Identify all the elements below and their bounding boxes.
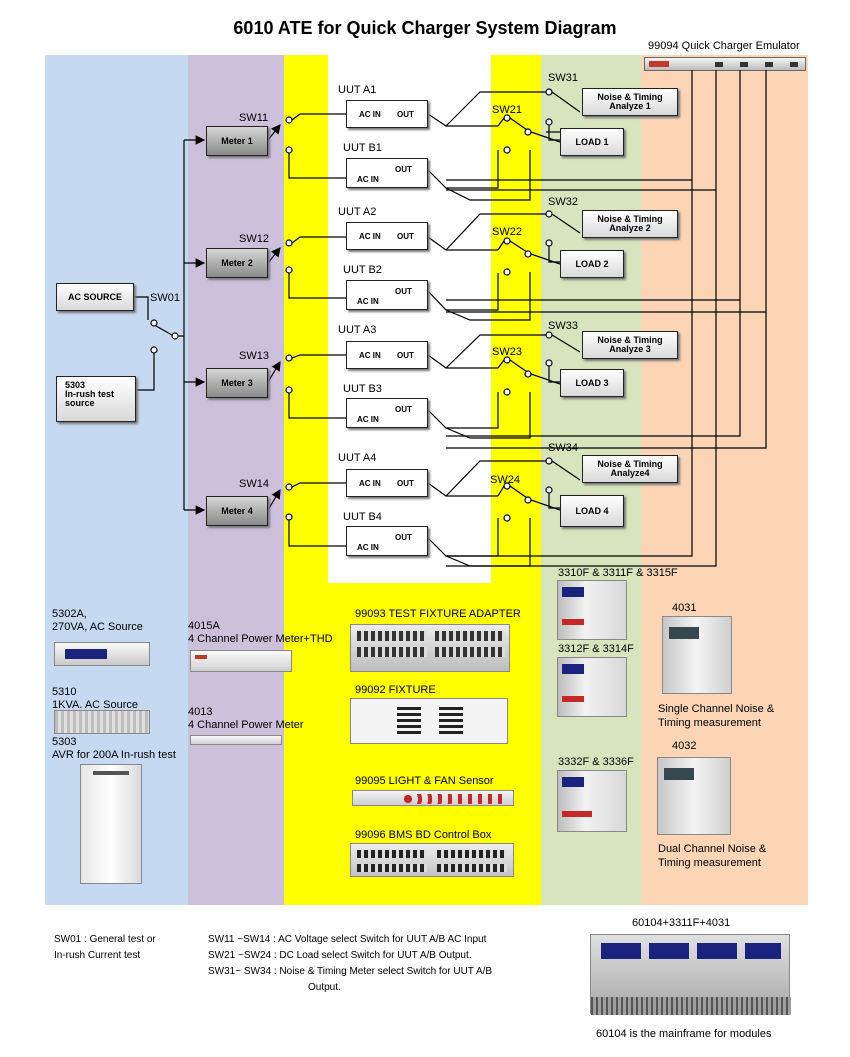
product-3312f-label: 3312F & 3314F	[558, 643, 634, 655]
product-5310-image	[54, 710, 150, 734]
uut-b4-label: UUT B4	[343, 511, 382, 523]
product-3310f-image	[557, 580, 627, 640]
uut-a3-label: UUT A3	[338, 324, 377, 336]
product-5302a-label: 5302A, 270VA, AC Source	[52, 608, 143, 633]
uut-a2-label: UUT A2	[338, 206, 377, 218]
product-4013-image	[190, 735, 282, 745]
meter-1: Meter 1	[206, 126, 268, 156]
load-3: LOAD 3	[560, 369, 624, 397]
load-4: LOAD 4	[560, 495, 624, 527]
product-4013-label: 4013 4 Channel Power Meter	[188, 706, 304, 731]
noise-timing-1: Noise & Timing Analyze 1	[582, 88, 678, 116]
product-4031-image	[662, 616, 732, 694]
uut-a1-label: UUT A1	[338, 84, 377, 96]
product-3312f-image	[557, 657, 627, 717]
product-99093-image	[350, 624, 510, 672]
product-3332f-label: 3332F & 3336F	[558, 756, 634, 768]
power-meter-column	[188, 55, 284, 905]
emulator-device	[644, 57, 806, 71]
product-99095-label: 99095 LIGHT & FAN Sensor	[355, 775, 494, 787]
meter-2: Meter 2	[206, 248, 268, 278]
ac-source-column	[45, 55, 188, 905]
product-4031-label: 4031	[672, 602, 697, 614]
sw14-label: SW14	[239, 478, 269, 490]
legend-sw01: SW01 : General test or In-rush Current t…	[54, 934, 156, 961]
product-4032-desc: Dual Channel Noise & Timing measurement	[658, 843, 767, 869]
ac-source-box: AC SOURCE	[56, 283, 134, 311]
product-5303-image	[80, 764, 142, 884]
product-99096-image	[350, 843, 514, 877]
meter-4: Meter 4	[206, 496, 268, 526]
sw12-label: SW12	[239, 233, 269, 245]
product-60104-desc: 60104 is the mainframe for modules	[596, 1028, 772, 1040]
sw13-label: SW13	[239, 350, 269, 362]
sw23-label: SW23	[492, 346, 522, 358]
product-5310-label: 5310 1KVA. AC Source	[52, 686, 139, 711]
uut-b2-label: UUT B2	[343, 264, 382, 276]
uut-a4-label: UUT A4	[338, 452, 377, 464]
sw34-label: SW34	[548, 442, 578, 454]
product-4032-image	[657, 757, 731, 835]
load-2: LOAD 2	[560, 250, 624, 278]
product-4015a-label: 4015A 4 Channel Power Meter+THD	[188, 620, 333, 645]
load-1: LOAD 1	[560, 128, 624, 156]
product-5303-label: 5303 AVR for 200A In-rush test	[52, 736, 176, 761]
product-99093-label: 99093 TEST FIXTURE ADAPTER	[355, 608, 521, 620]
inrush-source-box: 5303 In-rush test source	[56, 376, 136, 422]
product-5302a-image	[54, 642, 150, 666]
product-4032-label: 4032	[672, 740, 697, 752]
product-99092-label: 99092 FIXTURE	[355, 684, 436, 696]
sw31-label: SW31	[548, 72, 578, 84]
emulator-label: 99094 Quick Charger Emulator	[648, 40, 800, 52]
noise-timing-4: Noise & Timing Analyze4	[582, 455, 678, 483]
product-99095-image	[352, 790, 514, 806]
sw21-label: SW21	[492, 104, 522, 116]
sw32-label: SW32	[548, 196, 578, 208]
noise-timing-3: Noise & Timing Analyze 3	[582, 331, 678, 359]
page-title: 6010 ATE for Quick Charger System Diagra…	[233, 18, 617, 38]
meter-3: Meter 3	[206, 368, 268, 398]
product-99096-label: 99096 BMS BD Control Box	[355, 829, 492, 841]
sw22-label: SW22	[492, 226, 522, 238]
sw11-label: SW11	[239, 112, 269, 124]
noise-timing-2: Noise & Timing Analyze 2	[582, 210, 678, 238]
legend-switches: SW11 ~SW14 : AC Voltage select Switch fo…	[208, 934, 493, 993]
sw33-label: SW33	[548, 320, 578, 332]
sw24-label: SW24	[490, 474, 520, 486]
product-60104-label: 60104+3311F+4031	[632, 917, 731, 929]
product-3310f-label: 3310F & 3311F & 3315F	[558, 567, 678, 579]
product-99092-image	[350, 698, 508, 744]
uut-b3-label: UUT B3	[343, 383, 382, 395]
uut-b1-label: UUT B1	[343, 142, 382, 154]
product-3332f-image	[557, 770, 627, 832]
sw01-label: SW01	[150, 292, 180, 304]
product-4031-desc: Single Channel Noise & Timing measuremen…	[658, 703, 775, 729]
product-4015a-image	[190, 650, 292, 672]
product-60104-image	[590, 934, 791, 1015]
